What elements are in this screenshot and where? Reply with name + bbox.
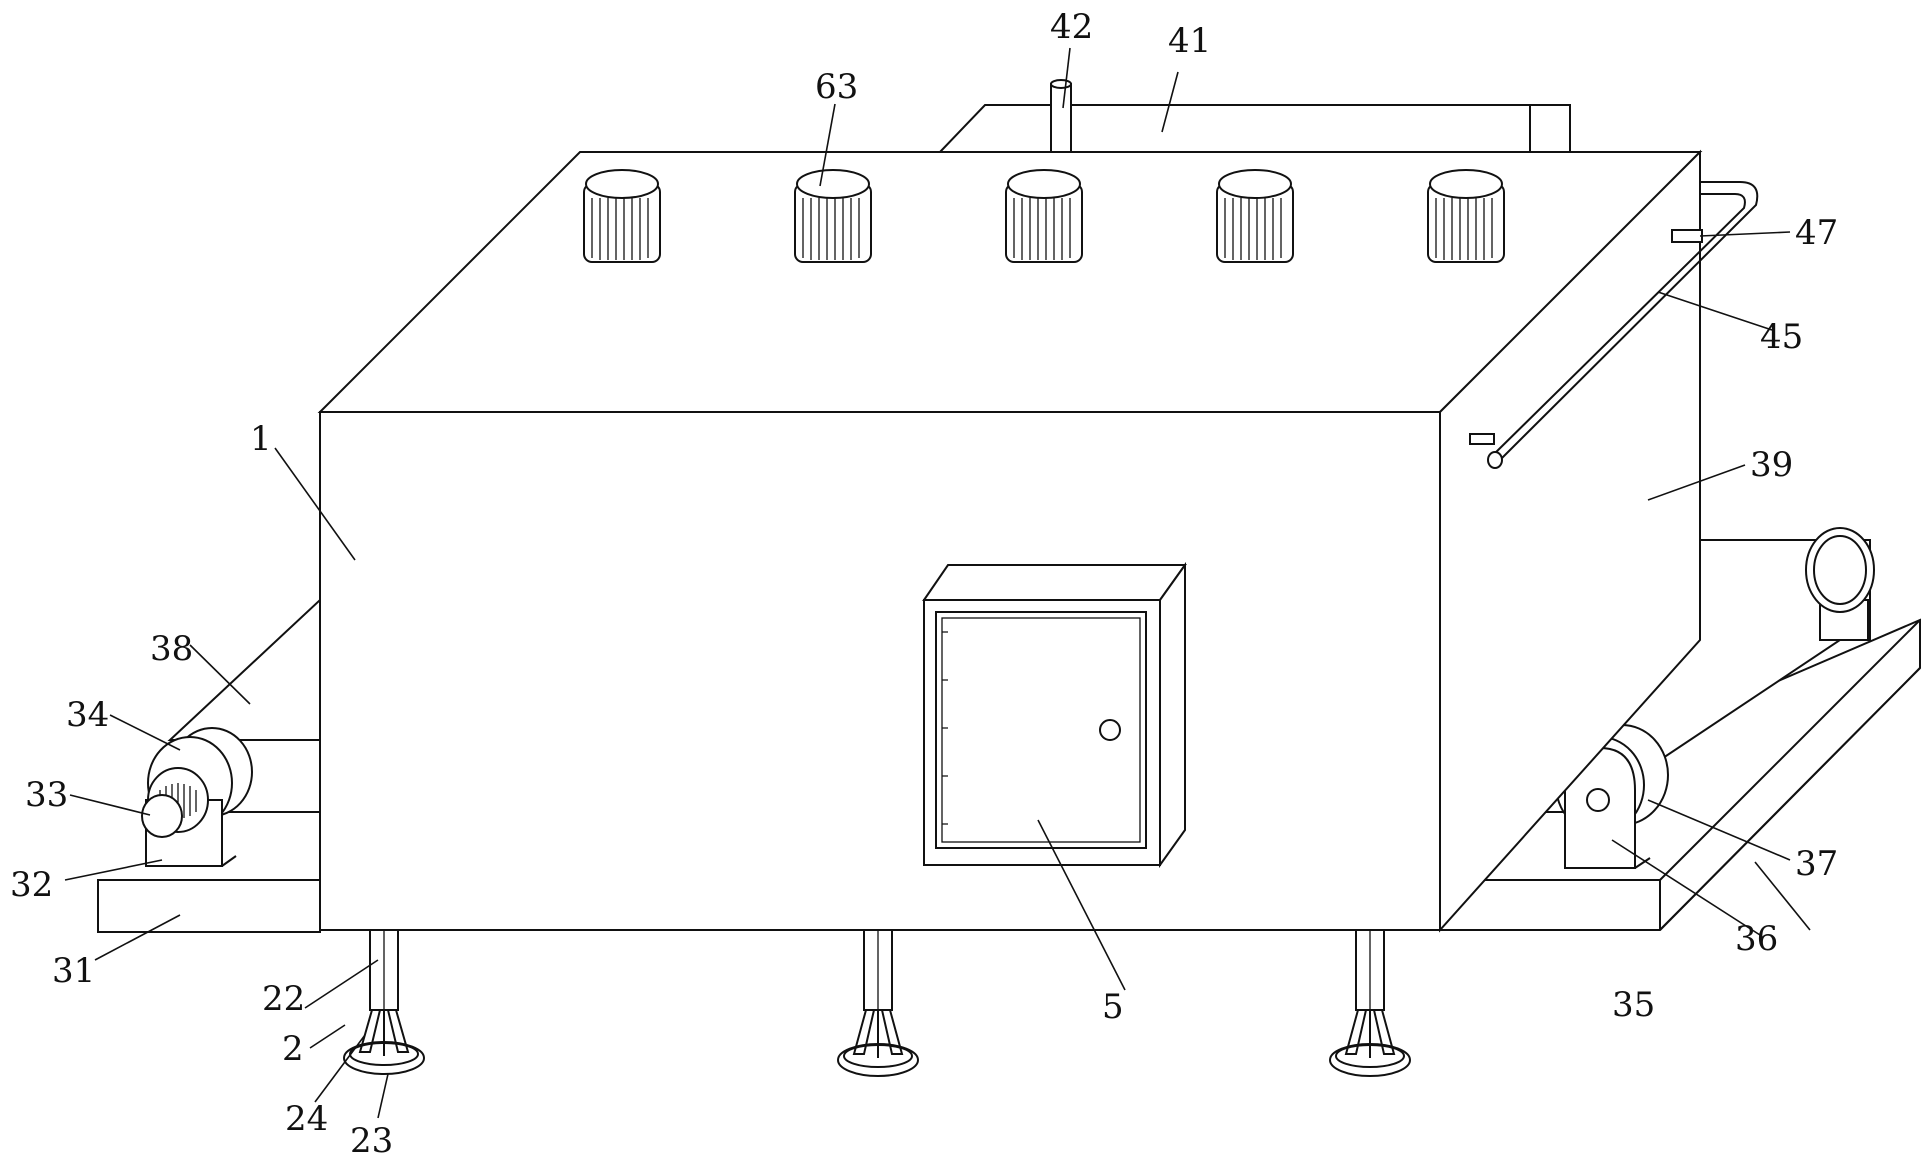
label-38: 38	[150, 629, 193, 669]
label-2: 2	[282, 1029, 304, 1069]
exhaust-pipe-42	[1051, 80, 1071, 154]
label-41: 41	[1168, 21, 1211, 61]
label-23: 23	[350, 1121, 393, 1160]
top-fan-4	[1217, 170, 1293, 262]
top-fan-2	[795, 170, 871, 262]
label-45: 45	[1760, 317, 1803, 357]
label-24: 24	[285, 1099, 328, 1139]
leg-assembly-2-center	[838, 930, 918, 1076]
rear-housing-41	[940, 105, 1570, 152]
label-1: 1	[250, 419, 272, 459]
nozzle-47	[1672, 230, 1702, 242]
label-47: 47	[1795, 213, 1838, 253]
label-39: 39	[1750, 445, 1793, 485]
label-33: 33	[25, 775, 68, 815]
label-42: 42	[1050, 7, 1093, 47]
label-22: 22	[262, 979, 305, 1019]
top-fan-5	[1428, 170, 1504, 262]
label-37: 37	[1795, 844, 1838, 884]
control-cabinet-5	[924, 565, 1185, 865]
label-34: 34	[66, 695, 109, 735]
left-base-plate-31	[98, 880, 320, 932]
top-fan-3	[1006, 170, 1082, 262]
leg-assembly-2-left	[344, 930, 424, 1074]
top-fan-1	[584, 170, 660, 262]
label-63: 63	[815, 67, 858, 107]
label-31: 31	[52, 951, 95, 991]
leg-assembly-2-right	[1330, 930, 1410, 1076]
label-36: 36	[1735, 919, 1778, 959]
label-32: 32	[10, 865, 53, 905]
label-35: 35	[1612, 985, 1655, 1025]
label-5: 5	[1102, 987, 1124, 1027]
